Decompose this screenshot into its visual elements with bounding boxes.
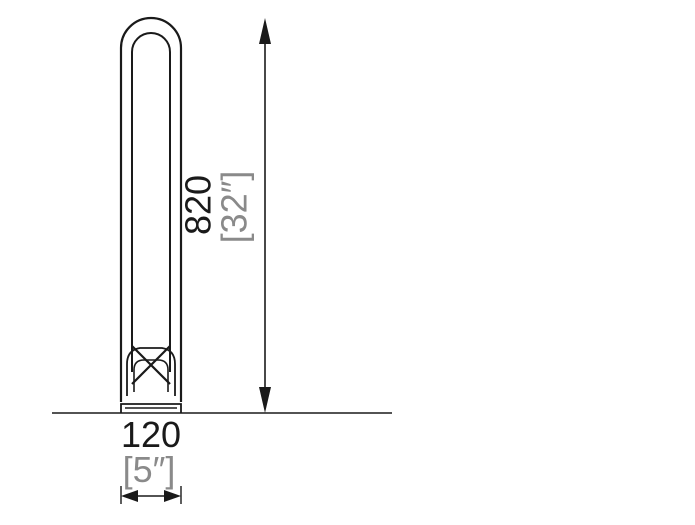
rack-outer-hoop [119, 16, 183, 402]
rack-inner-hoop [131, 32, 171, 372]
height-metric-label: 820 [178, 175, 219, 235]
rack-wheel-holder [126, 347, 176, 396]
width-metric-label: 120 [121, 414, 181, 455]
width-arrow-right [164, 490, 181, 502]
height-dimension: 820 [32″] [178, 18, 271, 413]
rack-holder-inner [133, 359, 169, 392]
bike-rack [119, 16, 183, 413]
width-arrow-left [121, 490, 138, 502]
height-arrow-bottom [259, 387, 271, 413]
width-imperial-label: [5″] [123, 449, 176, 490]
rack-cross-brace-b [131, 345, 171, 385]
rack-base-foot [120, 403, 182, 413]
width-dimension: 120 [5″] [120, 414, 182, 504]
height-imperial-label: [32″] [214, 171, 255, 244]
height-arrow-top [259, 18, 271, 44]
